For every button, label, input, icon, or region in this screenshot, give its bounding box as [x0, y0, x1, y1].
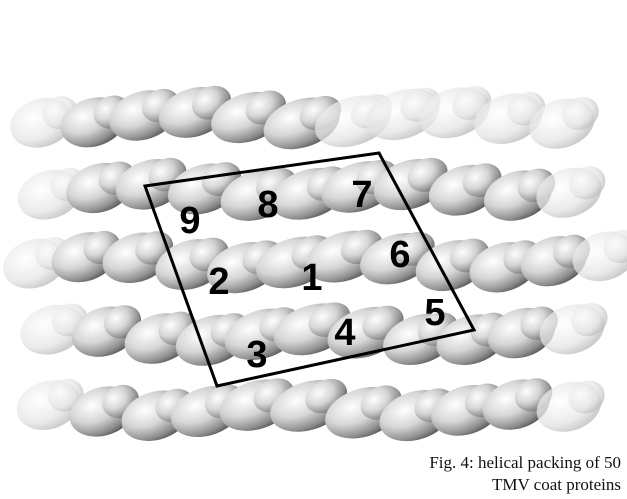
protein-subunit-lobe — [569, 166, 606, 200]
subunit-number-9: 9 — [179, 200, 200, 242]
protein-subunit-lobe — [562, 96, 599, 130]
protein-helix-image — [3, 85, 627, 442]
protein-subunit-lobe — [603, 230, 627, 264]
subunit-number-6: 6 — [389, 234, 410, 276]
subunit-number-2: 2 — [208, 261, 229, 303]
highlight-frame — [142, 151, 477, 388]
protein-subunit-lobe — [568, 380, 605, 414]
subunit-number-8: 8 — [257, 184, 278, 226]
subunit-number-1: 1 — [301, 257, 322, 299]
caption-line-2: TMV coat proteins — [491, 475, 621, 494]
figure-caption: Fig. 4: helical packing of 50 TMV coat p… — [321, 452, 621, 496]
caption-line-1: Fig. 4: helical packing of 50 — [429, 453, 621, 472]
subunit-number-4: 4 — [334, 312, 355, 354]
subunit-number-3: 3 — [246, 334, 267, 376]
subunit-number-5: 5 — [424, 292, 445, 334]
subunit-number-7: 7 — [351, 174, 372, 216]
protein-subunit-lobe — [571, 303, 608, 337]
